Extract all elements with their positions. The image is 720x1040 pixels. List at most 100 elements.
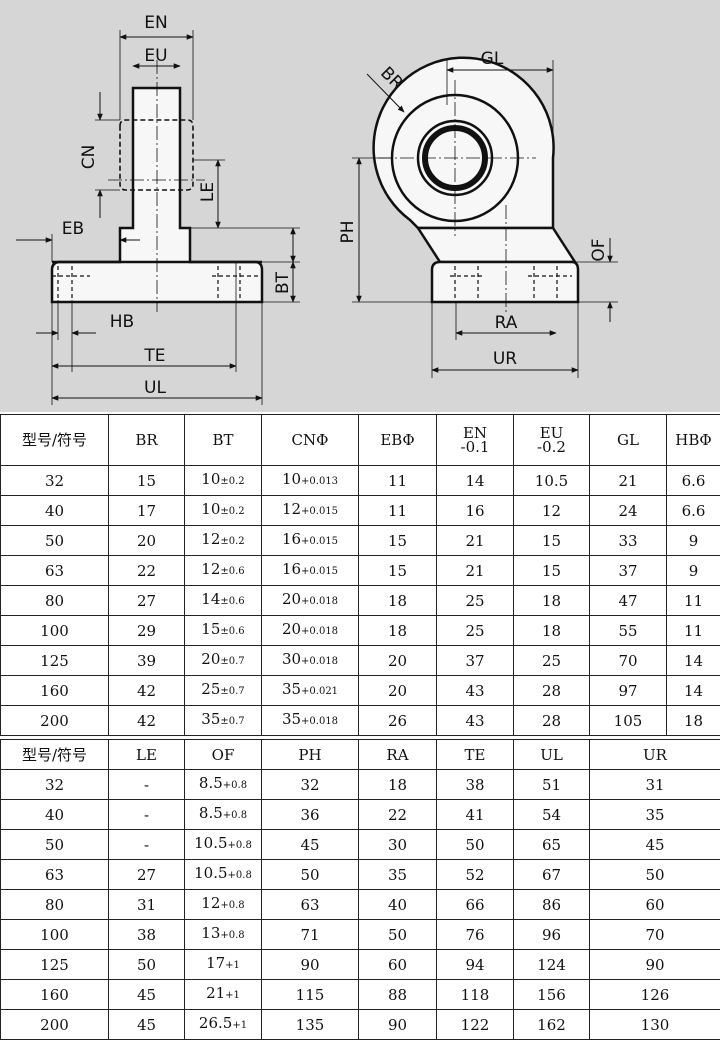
cell-value: 11: [388, 472, 407, 490]
table-cell: 50: [590, 860, 720, 890]
dim-ph: PH: [338, 220, 358, 243]
cell-value: 35: [645, 806, 664, 824]
table-cell: 15: [109, 466, 185, 496]
table-cell: 15: [514, 526, 590, 556]
cell-value: 11: [388, 502, 407, 520]
cell-value: 63: [300, 896, 319, 914]
table-cell: 16+0.015: [262, 556, 359, 586]
cell-value: 71: [300, 926, 319, 944]
table-cell: 43: [437, 676, 514, 706]
table-cell: 27: [109, 586, 185, 616]
table-cell: 52: [437, 860, 514, 890]
table-cell: 32: [1, 770, 109, 800]
table-cell: 20: [109, 526, 185, 556]
table-cell: 26.5+1: [185, 1010, 262, 1040]
table-cell: 71: [262, 920, 359, 950]
cell-value: 25: [542, 652, 561, 670]
table-cell: 50: [1, 830, 109, 860]
table-cell: 22: [359, 800, 437, 830]
table-cell: 66: [437, 890, 514, 920]
column-header: LE: [109, 740, 185, 770]
table-cell: 20: [359, 646, 437, 676]
table-cell: 18: [359, 770, 437, 800]
cell-tolerance: +0.8: [220, 900, 244, 911]
table-cell: 10.5+0.8: [185, 830, 262, 860]
cell-value: 28: [542, 682, 561, 700]
table-cell: 50: [1, 526, 109, 556]
table-cell: 15: [514, 556, 590, 586]
cell-value: 105: [614, 712, 643, 730]
cell-tolerance: ±0.2: [220, 506, 244, 517]
cell-value: -: [144, 806, 149, 824]
table-cell: 12±0.2: [185, 526, 262, 556]
cell-value: 22: [137, 562, 156, 580]
table-cell: 70: [590, 646, 667, 676]
table-cell: 80: [1, 890, 109, 920]
cell-value: 51: [542, 776, 561, 794]
header-label: UR: [643, 746, 667, 764]
cell-value: 18: [542, 622, 561, 640]
header-label: LE: [136, 746, 157, 764]
table-cell: 21: [590, 466, 667, 496]
cell-value: 50: [465, 836, 484, 854]
cell-tolerance: ±0.7: [220, 656, 244, 667]
table-cell: 25±0.7: [185, 676, 262, 706]
table-cell: 50: [359, 920, 437, 950]
table-cell: -: [109, 830, 185, 860]
cell-value: 126: [641, 986, 670, 1004]
cell-value: 63: [45, 562, 64, 580]
dim-of: OF: [589, 238, 609, 261]
cell-value: 35: [388, 866, 407, 884]
cell-tolerance: +0.018: [301, 716, 338, 727]
table-cell: 20±0.7: [185, 646, 262, 676]
cell-value: 20: [388, 652, 407, 670]
cell-value: 50: [388, 926, 407, 944]
cell-tolerance: ±0.6: [220, 596, 244, 607]
table-cell: 126: [590, 980, 720, 1010]
table-cell: 11: [667, 586, 720, 616]
table-cell: 37: [437, 646, 514, 676]
table-cell: 25: [437, 586, 514, 616]
table-cell: 60: [590, 890, 720, 920]
side-view-web: [418, 228, 575, 262]
column-header: UL: [514, 740, 590, 770]
table-cell: 14±0.6: [185, 586, 262, 616]
table-cell: 35: [590, 800, 720, 830]
table-cell: 14: [667, 676, 720, 706]
header-label: CNΦ: [292, 431, 329, 449]
technical-drawing: EN EU CN LE EB BT HB TE UL: [0, 0, 720, 412]
cell-value: 42: [137, 682, 156, 700]
table-cell: 63: [262, 890, 359, 920]
table-cell: 86: [514, 890, 590, 920]
cell-value: 18: [388, 592, 407, 610]
cell-value: 11: [684, 592, 703, 610]
table-cell: 94: [437, 950, 514, 980]
column-header: BR: [109, 415, 185, 466]
cell-value: 38: [137, 926, 156, 944]
table-cell: 20+0.018: [262, 586, 359, 616]
cell-value: 80: [45, 896, 64, 914]
cell-value: 60: [645, 896, 664, 914]
dim-gl: GL: [481, 49, 504, 69]
cell-value: 10: [201, 500, 220, 518]
cell-tolerance: ±0.7: [220, 716, 244, 727]
cell-value: 24: [618, 502, 637, 520]
column-header: EN-0.1: [437, 415, 514, 466]
cell-value: 14: [201, 590, 220, 608]
table-cell: 21: [437, 526, 514, 556]
dim-hb: HB: [110, 312, 134, 332]
table-cell: -: [109, 770, 185, 800]
cell-value: 21: [618, 472, 637, 490]
table-cell: 13+0.8: [185, 920, 262, 950]
cell-value: 50: [645, 866, 664, 884]
table-cell: 6.6: [667, 496, 720, 526]
side-view-base: [432, 262, 578, 302]
table-cell: 37: [590, 556, 667, 586]
table-cell: 36: [262, 800, 359, 830]
